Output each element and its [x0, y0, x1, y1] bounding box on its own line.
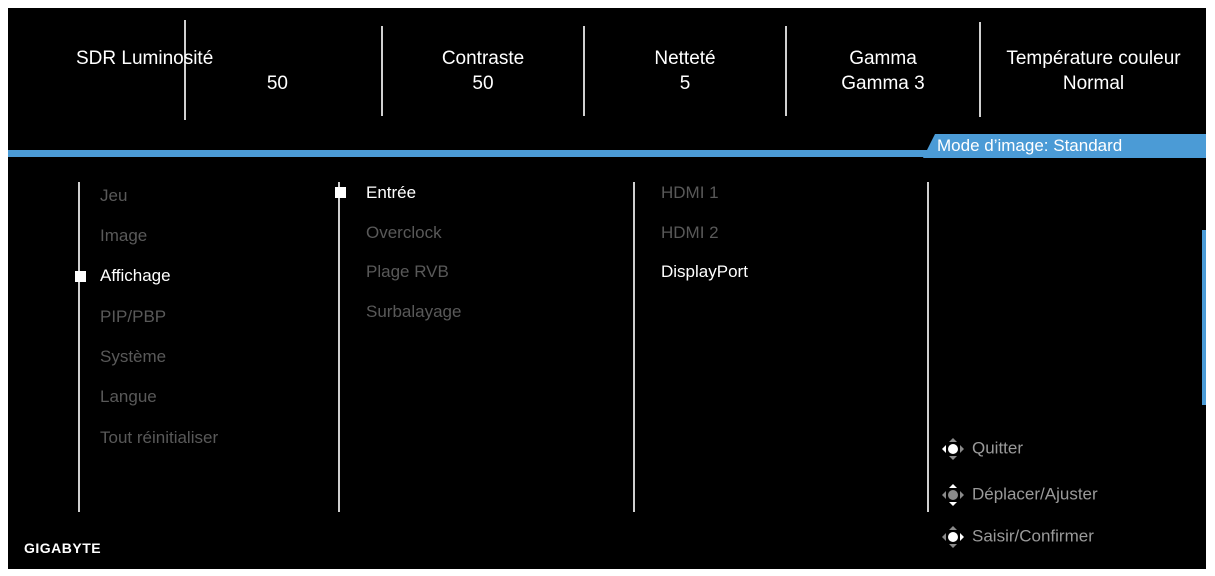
quick-separator — [979, 22, 981, 117]
sub-menu-item-entree[interactable]: Entrée — [366, 183, 417, 202]
option-displayport[interactable]: DisplayPort — [661, 262, 748, 281]
quick-settings-bar: SDR Luminosité 50 Contraste 50 Netteté 5… — [8, 8, 1206, 148]
gigabyte-logo: GIGABYTE — [24, 540, 102, 556]
sub-menu-item-overclock[interactable]: Overclock — [366, 223, 442, 242]
picture-mode-value: Standard — [1053, 136, 1123, 155]
quick-item-gamma[interactable]: Gamma Gamma 3 — [787, 46, 979, 96]
quick-item-contrast[interactable]: Contraste 50 — [383, 46, 583, 96]
quick-item-color-temperature[interactable]: Température couleur Normal — [981, 46, 1206, 96]
quick-item-label: Gamma — [849, 48, 917, 69]
column-divider — [338, 182, 340, 512]
selection-bullet — [335, 187, 346, 198]
osd-menu: SDR Luminosité 50 Contraste 50 Netteté 5… — [8, 8, 1206, 569]
quick-item-sharpness[interactable]: Netteté 5 — [585, 46, 785, 96]
main-menu-item-affichage[interactable]: Affichage — [100, 266, 171, 285]
column-divider — [78, 182, 80, 512]
help-move-adjust: Déplacer/Ajuster — [940, 482, 1098, 508]
header-divider — [8, 150, 1206, 157]
help-enter-confirm: Saisir/Confirmer — [940, 524, 1094, 550]
quick-item-label: SDR Luminosité — [76, 48, 214, 69]
main-menu-item-image[interactable]: Image — [100, 226, 148, 245]
option-hdmi-1[interactable]: HDMI 1 — [661, 183, 719, 202]
sub-menu-item-plage-rvb[interactable]: Plage RVB — [366, 262, 449, 281]
quick-item-label: Contraste — [441, 48, 525, 69]
quick-separator — [583, 26, 585, 116]
picture-mode-tab: Mode d’image: Standard — [923, 134, 1206, 158]
column-divider — [633, 182, 635, 512]
quick-separator — [785, 26, 787, 116]
help-label: Quitter — [972, 438, 1024, 458]
selection-bullet — [75, 271, 86, 282]
quick-separator — [381, 26, 383, 116]
quick-item-label: Netteté — [654, 48, 716, 69]
help-label: Saisir/Confirmer — [972, 526, 1094, 546]
quick-separator — [184, 20, 186, 120]
quick-item-value: 50 — [472, 73, 494, 94]
main-menu-item-jeu[interactable]: Jeu — [100, 186, 128, 205]
joystick-left-icon — [942, 438, 964, 460]
picture-mode-label: Mode d’image: — [937, 136, 1049, 155]
quick-item-value: 5 — [679, 73, 691, 94]
scrollbar[interactable] — [1202, 230, 1206, 405]
quick-item-value: Normal — [1062, 73, 1125, 94]
help-label: Déplacer/Ajuster — [972, 484, 1098, 504]
joystick-move-icon — [942, 484, 964, 506]
main-menu-item-reset[interactable]: Tout réinitialiser — [100, 428, 219, 447]
quick-item-value: 50 — [266, 73, 288, 94]
help-quit: Quitter — [940, 436, 1023, 462]
sub-menu-item-surbalayage[interactable]: Surbalayage — [366, 302, 462, 321]
quick-item-brightness[interactable]: SDR Luminosité 50 — [76, 46, 296, 96]
joystick-press-icon — [942, 526, 964, 548]
main-menu-item-systeme[interactable]: Système — [100, 347, 167, 366]
main-menu-item-pip-pbp[interactable]: PIP/PBP — [100, 307, 167, 326]
main-menu-item-langue[interactable]: Langue — [100, 387, 157, 406]
option-hdmi-2[interactable]: HDMI 2 — [661, 223, 719, 242]
column-divider — [927, 182, 929, 512]
quick-item-label: Température couleur — [1006, 48, 1181, 69]
quick-item-value: Gamma 3 — [841, 73, 925, 94]
